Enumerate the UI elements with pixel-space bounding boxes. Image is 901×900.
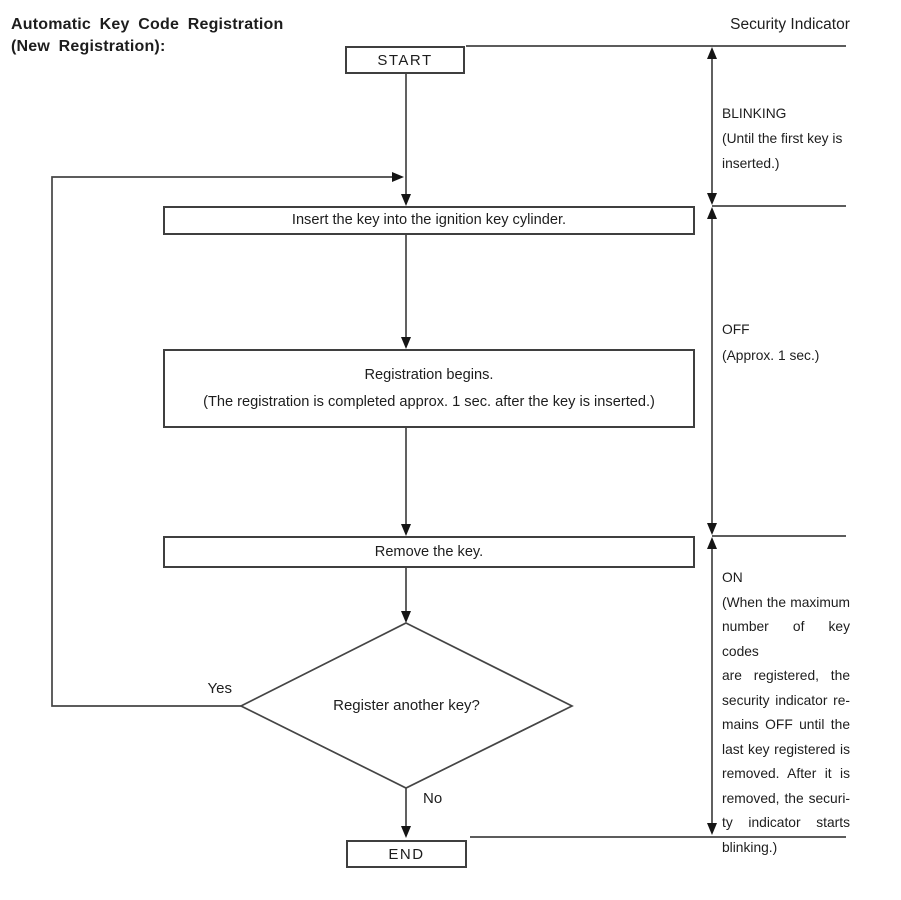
- state-blinking: BLINKING (Until the first key is inserte…: [722, 101, 850, 176]
- state-blinking-line: (Until the first key is: [722, 131, 843, 146]
- start-node: START: [345, 46, 465, 74]
- page-title: Automatic Key Code Registration (New Reg…: [11, 14, 341, 58]
- step-remove-key: Remove the key.: [163, 536, 695, 568]
- state-on-line: removed, the securi-: [722, 790, 850, 806]
- state-off-label: OFF: [722, 322, 750, 337]
- indicator-tick-lines: [466, 45, 846, 838]
- yes-label: Yes: [207, 680, 232, 697]
- step-registration-begins: Registration begins. (The registration i…: [163, 349, 695, 428]
- state-on-line: security indicator re-: [722, 692, 850, 708]
- step-registration-line2: (The registration is completed approx. 1…: [203, 393, 655, 410]
- state-on: ON (When the maximum number of key codes…: [722, 566, 850, 860]
- step-registration-line1: Registration begins.: [364, 366, 494, 383]
- page-title-line2: (New Registration):: [11, 38, 166, 55]
- flow-connectors: [401, 74, 411, 838]
- step-insert-key: Insert the key into the ignition key cyl…: [163, 206, 695, 235]
- state-on-line: blinking.): [722, 839, 778, 855]
- state-off: OFF (Approx. 1 sec.): [722, 317, 850, 369]
- indicator-duration-arrows: [707, 47, 717, 835]
- state-on-label: ON: [722, 570, 743, 585]
- state-on-line: ty indicator starts: [722, 815, 850, 830]
- end-node: END: [346, 840, 467, 868]
- state-on-line: are registered, the: [722, 668, 850, 683]
- state-blinking-label: BLINKING: [722, 106, 787, 121]
- state-on-line: mains OFF until the: [722, 717, 850, 732]
- state-off-line: (Approx. 1 sec.): [722, 348, 820, 363]
- security-indicator-heading: Security Indicator: [730, 16, 850, 33]
- state-on-line: (When the maximum: [722, 594, 850, 610]
- yes-loop-line: [51, 172, 404, 707]
- page-title-line1: Automatic Key Code Registration: [11, 16, 284, 33]
- no-label: No: [423, 790, 443, 807]
- state-on-line: removed. After it is: [722, 766, 850, 781]
- state-on-line: number of key codes: [722, 619, 850, 659]
- decision-diamond-shape: [239, 622, 574, 789]
- state-blinking-line: inserted.): [722, 156, 780, 171]
- decision-question: Register another key?: [333, 697, 480, 714]
- state-on-line: last key registered is: [722, 741, 850, 757]
